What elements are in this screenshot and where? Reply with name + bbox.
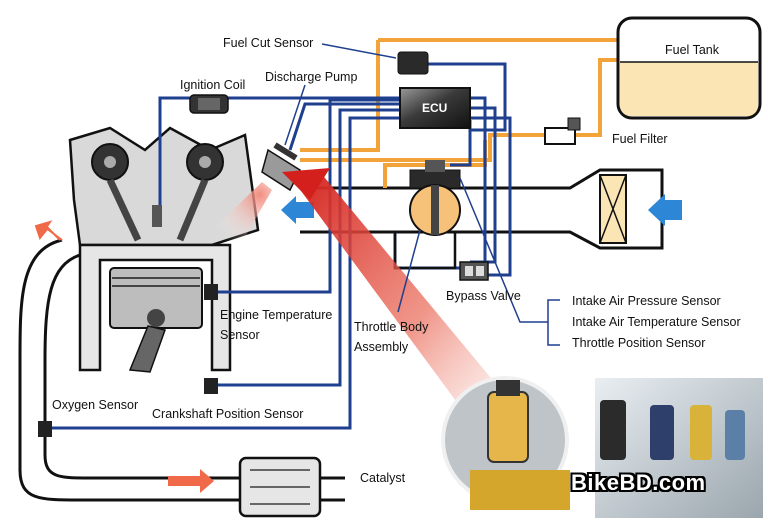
exhaust-arrow-bottom bbox=[168, 469, 214, 493]
intake-arrow-left bbox=[281, 196, 314, 224]
label-oxygen-sensor: Oxygen Sensor bbox=[52, 398, 139, 412]
label-throttle-position-sensor: Throttle Position Sensor bbox=[572, 336, 706, 350]
label-throttle-body-assembly: Throttle Body Assembly bbox=[354, 320, 429, 354]
label-fuel-tank: Fuel Tank bbox=[665, 43, 719, 57]
label-catalyst: Catalyst bbox=[360, 471, 406, 485]
fuel-tank bbox=[616, 16, 762, 120]
spark-plug bbox=[152, 205, 162, 227]
engine-head bbox=[68, 126, 260, 247]
engine-temperature-sensor-part bbox=[204, 284, 218, 300]
label-fuel-filter: Fuel Filter bbox=[612, 132, 668, 146]
label-intake-air-temperature-sensor: Intake Air Temperature Sensor bbox=[572, 315, 741, 329]
ignition-coil bbox=[189, 94, 229, 114]
fuel-spray bbox=[210, 182, 272, 246]
injector-photo-right bbox=[595, 378, 763, 518]
ecu-unit bbox=[399, 87, 471, 129]
label-fuel-cut-sensor: Fuel Cut Sensor bbox=[223, 36, 314, 50]
fuel-cut-sensor bbox=[397, 51, 429, 75]
watermark-logo: BikeBD.com bbox=[571, 470, 706, 495]
label-ignition-coil: Ignition Coil bbox=[180, 78, 246, 92]
label-discharge-pump: Discharge Pump bbox=[265, 70, 358, 84]
intake-arrow-right bbox=[648, 194, 682, 226]
bypass-valve bbox=[459, 261, 489, 281]
label-crankshaft-position-sensor: Crankshaft Position Sensor bbox=[152, 407, 304, 421]
fuel-filter bbox=[544, 117, 581, 145]
callout-lines bbox=[284, 43, 560, 346]
label-engine-temperature-sensor: Engine Temperature Sensor bbox=[220, 308, 333, 342]
injector-photo-left bbox=[441, 376, 570, 510]
oxygen-sensor-part bbox=[38, 421, 52, 437]
connecting-rod bbox=[128, 325, 166, 373]
crankshaft-position-sensor-part bbox=[204, 378, 218, 394]
exhaust-pipe bbox=[18, 238, 345, 518]
engine-block bbox=[78, 243, 232, 373]
label-ecu: ECU bbox=[422, 101, 448, 115]
throttle-body bbox=[393, 160, 461, 270]
label-intake-air-pressure-sensor: Intake Air Pressure Sensor bbox=[572, 294, 721, 308]
exhaust-arrow-top bbox=[34, 220, 63, 241]
label-bypass-valve: Bypass Valve bbox=[446, 289, 521, 303]
highlight-arrow bbox=[290, 172, 505, 420]
highlight-arrow-head bbox=[282, 168, 330, 200]
